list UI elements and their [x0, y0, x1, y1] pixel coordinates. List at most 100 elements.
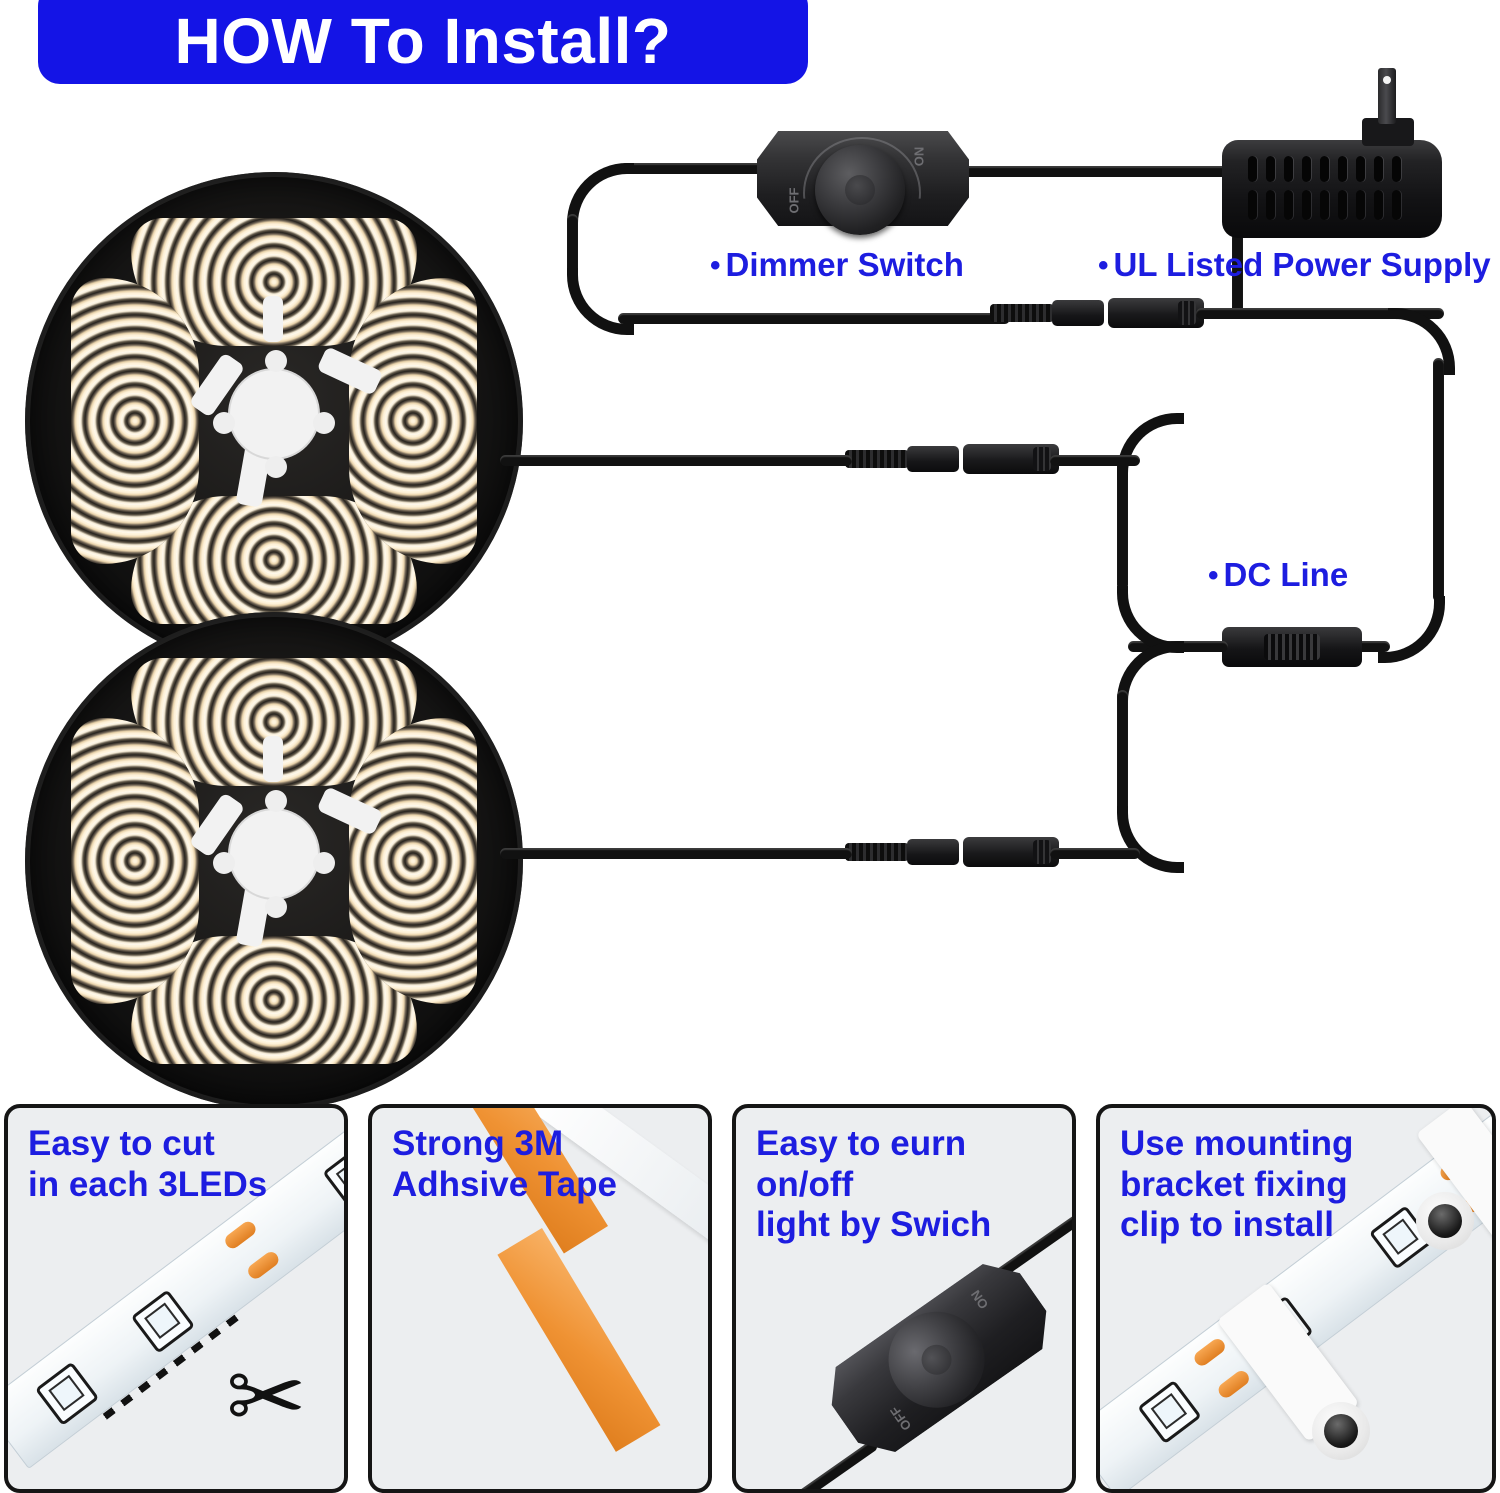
label-dimmer-switch: •Dimmer Switch — [710, 248, 964, 281]
reel-window-left — [71, 278, 199, 564]
led-chip — [130, 1289, 196, 1354]
feature-panels: ✂ Easy to cut in each 3LEDs Strong 3M Ad… — [0, 1104, 1500, 1493]
label-text: Dimmer Switch — [725, 246, 964, 283]
dc-plug-male — [990, 304, 1054, 322]
hub-spoke — [263, 736, 283, 782]
reel-window-right — [349, 718, 477, 1004]
reel-hub — [230, 810, 318, 898]
led-strip-reel-top — [25, 172, 523, 670]
cable-elbow — [567, 268, 634, 335]
dimmer-on-label: ON — [967, 1287, 992, 1312]
dimmer-on-label: ON — [911, 146, 927, 167]
cable-elbow — [1117, 413, 1184, 480]
dc-plug-male — [845, 843, 909, 861]
hub-nub — [265, 456, 287, 478]
hub-nub — [313, 412, 335, 434]
panel-caption: Easy to eurn on/off light by Swich — [756, 1124, 1072, 1246]
cable-elbow — [1378, 596, 1445, 663]
caption-line: in each 3LEDs — [28, 1164, 268, 1204]
psu-output-cable — [1232, 232, 1243, 314]
hub-nub — [265, 790, 287, 812]
panel-easy-to-cut: ✂ Easy to cut in each 3LEDs — [4, 1104, 348, 1493]
dc-trunk-top — [1196, 308, 1444, 319]
panel-switch-on-off: ON OFF Easy to eurn on/off light by Swic… — [732, 1104, 1076, 1493]
label-text: DC Line — [1223, 556, 1349, 593]
panel-adhesive-tape: Strong 3M Adhsive Tape — [368, 1104, 712, 1493]
cable-elbow — [1117, 806, 1184, 873]
caption-line: bracket fixing — [1120, 1164, 1348, 1204]
dimmer-loop-cable — [567, 214, 578, 274]
dc-jack-female — [963, 837, 1059, 867]
dc-plug-male — [845, 450, 909, 468]
dimmer-off-label: OFF — [887, 1403, 915, 1434]
bullet-icon: • — [710, 249, 721, 282]
splitter-branch-down — [1117, 690, 1128, 812]
dc-barrel-connector-top — [990, 298, 1204, 328]
hub-nub — [313, 852, 335, 874]
bullet-icon: • — [1208, 559, 1219, 592]
dimmer-cable — [736, 1438, 880, 1489]
dimmer-switch[interactable]: ON OFF — [757, 131, 969, 235]
label-ul-listed-power-supply: •UL Listed Power Supply — [1098, 248, 1491, 281]
strip-feed-cable — [618, 313, 1010, 324]
panel-mounting-bracket: Use mounting bracket fixing clip to inst… — [1096, 1104, 1496, 1493]
coiled-led-strip — [349, 718, 477, 1004]
dimmer-to-psu-cable — [962, 166, 1228, 177]
splitter-input-cable — [1350, 641, 1390, 652]
caption-line: Easy to eurn on/off — [756, 1124, 967, 1204]
led-chip — [322, 1144, 344, 1210]
dimmer-off-label: OFF — [786, 187, 802, 214]
caption-line: Easy to cut — [28, 1124, 215, 1163]
panel-caption: Use mounting bracket fixing clip to inst… — [1120, 1124, 1353, 1246]
hub-nub — [213, 852, 235, 874]
dc-jack-female — [1108, 298, 1204, 328]
dc-plug-tip — [907, 446, 959, 472]
coiled-led-strip — [71, 718, 199, 1004]
panel-caption: Strong 3M Adhsive Tape — [392, 1124, 617, 1205]
dc-jack-female — [963, 444, 1059, 474]
caption-line: light by Swich — [756, 1205, 992, 1245]
y-splitter — [1222, 627, 1362, 667]
bullet-icon: • — [1098, 249, 1109, 282]
led-chip — [1137, 1379, 1202, 1445]
power-supply-adapter — [1222, 68, 1442, 238]
label-text: UL Listed Power Supply — [1113, 246, 1491, 283]
adhesive-tape-right — [497, 1228, 661, 1452]
caption-line: Adhsive Tape — [392, 1164, 617, 1204]
dc-barrel-connector-middle — [845, 444, 1059, 474]
dimmer-knob[interactable] — [815, 145, 905, 235]
reel-bottom-output-cable — [500, 848, 852, 859]
cable-elbow — [567, 163, 634, 230]
mounting-screw — [1312, 1402, 1370, 1460]
caption-line: Strong 3M — [392, 1124, 564, 1163]
psu-plug-prong — [1378, 68, 1396, 124]
hub-nub — [265, 350, 287, 372]
reel-top-output-cable — [500, 455, 852, 466]
scissors-icon: ✂ — [226, 1344, 307, 1451]
hub-spoke — [263, 296, 283, 342]
title-banner: HOW To Install? — [38, 0, 808, 84]
caption-line: Use mounting — [1120, 1124, 1354, 1163]
dimmer-knob[interactable] — [870, 1293, 1004, 1427]
cable-elbow — [1388, 308, 1455, 375]
hub-nub — [213, 412, 235, 434]
dc-barrel-connector-lower — [845, 837, 1059, 867]
mounting-screw — [1416, 1192, 1474, 1250]
psu-body — [1222, 140, 1442, 238]
reel-window-right — [349, 278, 477, 564]
cut-pad — [1215, 1368, 1252, 1401]
middle-connector-to-branch — [1050, 455, 1140, 466]
dimmer-input-cable — [620, 163, 770, 174]
cut-pad — [1191, 1336, 1228, 1369]
coiled-led-strip — [71, 278, 199, 564]
led-strip-reel-bottom — [25, 612, 523, 1110]
cut-pad — [245, 1249, 282, 1282]
label-dc-line: •DC Line — [1208, 558, 1348, 591]
dc-trunk-right — [1433, 358, 1444, 602]
dimmer-switch[interactable]: ON OFF — [815, 1249, 1063, 1466]
coiled-led-strip — [349, 278, 477, 564]
reel-hub — [230, 370, 318, 458]
cable-elbow — [1117, 641, 1184, 708]
reel-window-left — [71, 718, 199, 1004]
splitter-branch-up — [1117, 460, 1128, 590]
